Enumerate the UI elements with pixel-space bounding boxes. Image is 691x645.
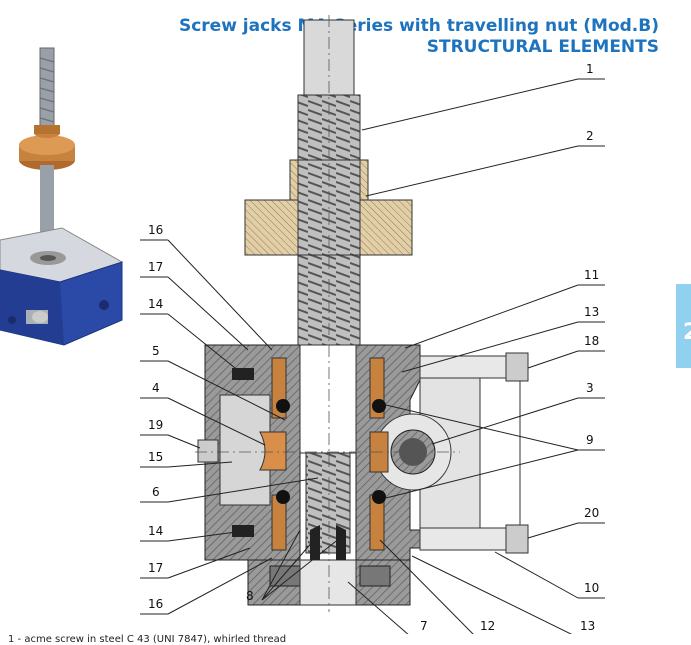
callout-15: 15: [148, 450, 163, 464]
product-illustration: [0, 47, 124, 346]
callout-12: 12: [480, 619, 495, 633]
callout-5: 5: [152, 344, 160, 358]
callout-6: 6: [152, 485, 160, 499]
callout-19: 19: [148, 418, 163, 432]
callout-14-bottom: 14: [148, 524, 163, 538]
callout-13-bottom: 13: [580, 619, 595, 633]
title-line-2: STRUCTURAL ELEMENTS: [426, 37, 659, 57]
callout-14-top: 14: [148, 297, 163, 311]
legend-footnote: 1 - acme screw in steel C 43 (UNI 7847),…: [8, 634, 287, 645]
callout-18: 18: [584, 334, 599, 348]
callout-9: 9: [586, 433, 594, 447]
callout-20: 20: [584, 506, 599, 520]
callout-2: 2: [586, 129, 594, 143]
callout-3: 3: [586, 381, 594, 395]
callout-17-bottom: 17: [148, 561, 163, 575]
callout-4: 4: [152, 381, 160, 395]
section-tab[interactable]: 2: [676, 284, 691, 368]
title-line-1: Screw jacks MA Series with travelling nu…: [178, 16, 659, 36]
callout-7: 7: [420, 619, 428, 633]
page-title: Screw jacks MA Series with travelling nu…: [179, 16, 659, 58]
leader-lines: [140, 78, 605, 634]
callout-1: 1: [586, 62, 594, 76]
section-view: [195, 15, 529, 612]
callout-16-bottom: 16: [148, 597, 163, 611]
callout-11: 11: [584, 268, 599, 282]
callout-16-top: 16: [148, 223, 163, 237]
section-tab-label: 2: [683, 320, 691, 345]
callout-8: 8: [246, 589, 254, 603]
callout-13-top: 13: [584, 305, 599, 319]
callout-17-top: 17: [148, 260, 163, 274]
callout-10: 10: [584, 581, 599, 595]
